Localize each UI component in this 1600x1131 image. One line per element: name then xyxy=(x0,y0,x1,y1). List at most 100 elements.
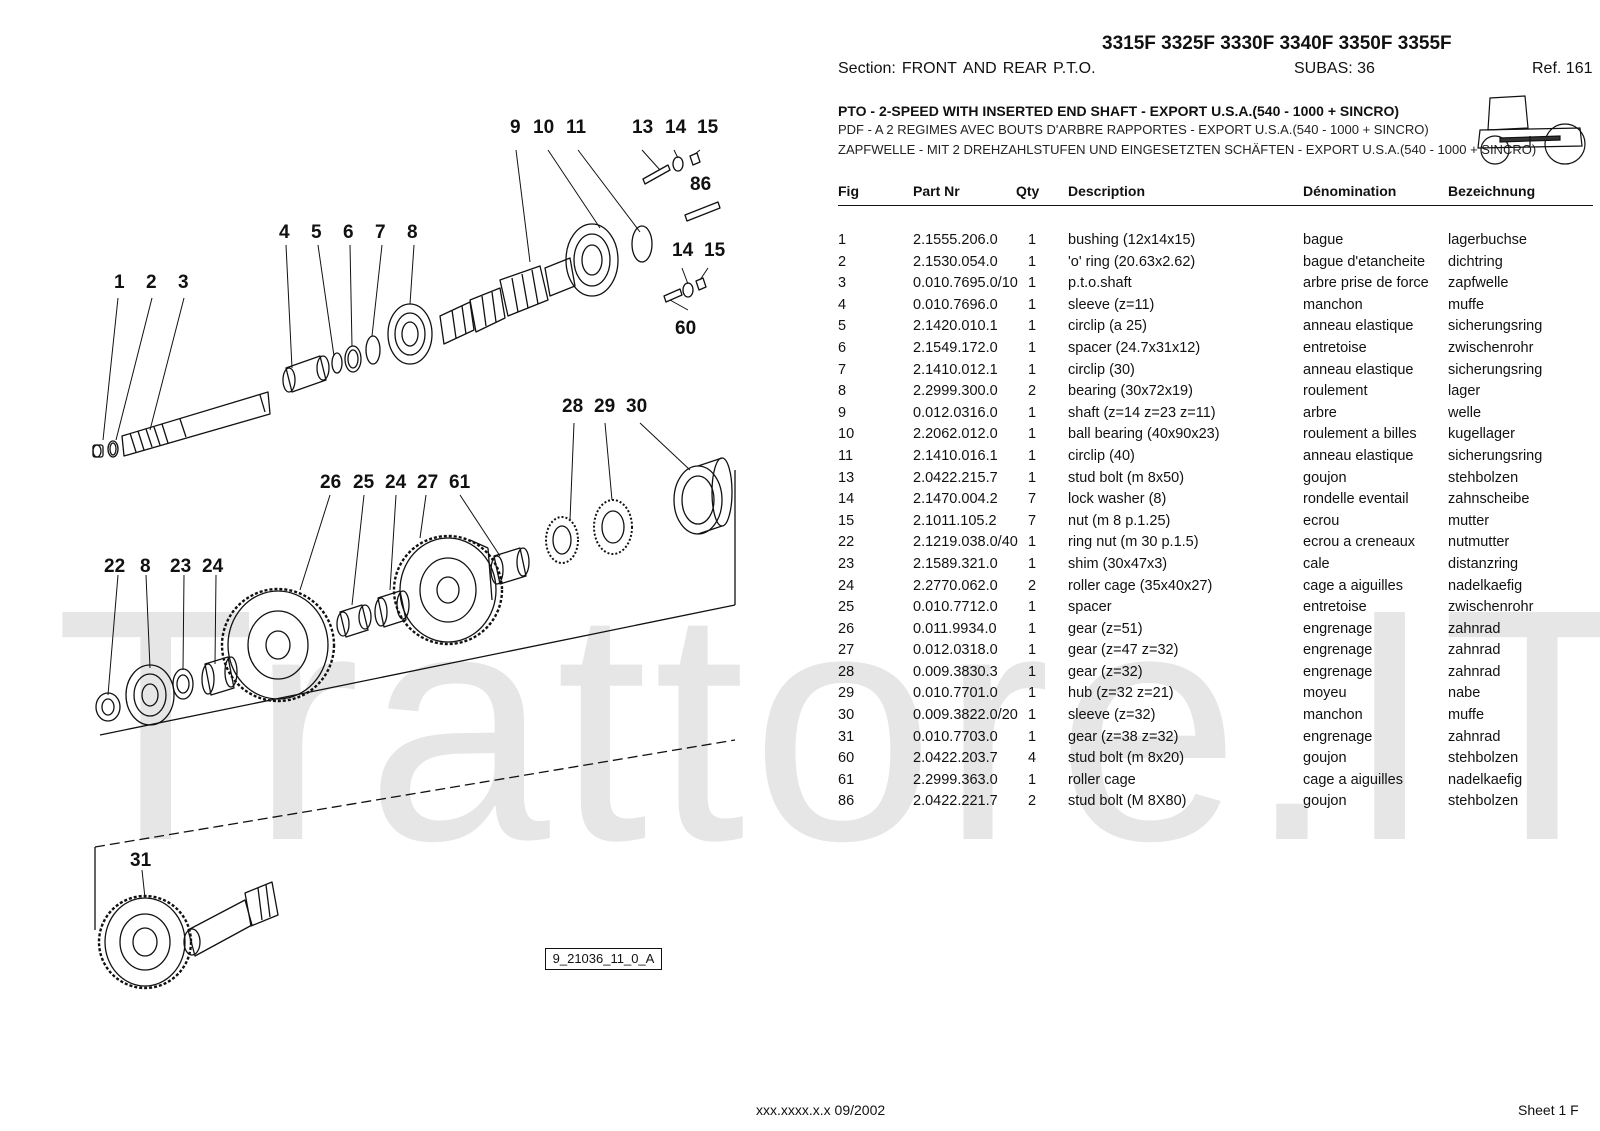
callout: 30 xyxy=(626,396,647,417)
part-description: lock washer (8) xyxy=(1068,491,1167,508)
part-description: gear (z=32) xyxy=(1068,663,1143,680)
callout: 31 xyxy=(130,850,152,871)
title-english: PTO - 2-SPEED WITH INSERTED END SHAFT - … xyxy=(838,103,1400,119)
part-bezeichnung: muffe xyxy=(1448,296,1485,313)
part-number: 0.010.7696.0 xyxy=(913,296,998,313)
section-titles: PTO - 2-SPEED WITH INSERTED END SHAFT - … xyxy=(838,102,1536,160)
part-description: gear (z=51) xyxy=(1068,620,1143,637)
part-fig: 4 xyxy=(838,296,847,313)
part-bezeichnung: zwischenrohr xyxy=(1448,339,1534,356)
part-denomination: ecrou xyxy=(1303,512,1340,529)
part-fig: 13 xyxy=(838,469,855,486)
callout: 60 xyxy=(675,318,696,339)
callout: 6 xyxy=(343,222,354,243)
exploded-parts-diagram: 1 2 3 4 5 6 7 8 9 10 11 13 14 15 86 14 1… xyxy=(92,117,736,990)
part-denomination: cage a aiguilles xyxy=(1303,577,1403,594)
part-fig: 86 xyxy=(838,793,855,810)
part-qty: 4 xyxy=(1028,750,1037,767)
part-qty: 1 xyxy=(1028,426,1037,443)
part-description: stud bolt (M 8X80) xyxy=(1068,793,1187,810)
part-denomination: cale xyxy=(1303,555,1330,572)
model-list: 3315F 3325F 3330F 3340F 3350F 3355F xyxy=(1102,33,1452,54)
part-qty: 7 xyxy=(1028,491,1037,508)
part-description: gear (z=38 z=32) xyxy=(1068,728,1179,745)
part-qty: 1 xyxy=(1028,685,1037,702)
col-description: Description xyxy=(1068,183,1146,199)
part-number: 0.010.7701.0 xyxy=(913,685,998,702)
callout: 22 xyxy=(104,556,125,577)
footer-doc-code: xxx.xxxx.x.x 09/2002 xyxy=(756,1102,886,1118)
part-description: nut (m 8 p.1.25) xyxy=(1068,512,1171,529)
part-denomination: engrenage xyxy=(1303,728,1373,745)
part-denomination: anneau elastique xyxy=(1303,361,1414,378)
part-bezeichnung: lagerbuchse xyxy=(1448,232,1527,248)
part-fig: 60 xyxy=(838,750,855,767)
part-description: gear (z=47 z=32) xyxy=(1068,642,1179,659)
part-bezeichnung: nabe xyxy=(1448,685,1481,702)
col-qty: Qty xyxy=(1016,183,1040,199)
part-fig: 5 xyxy=(838,318,847,335)
part-fig: 25 xyxy=(838,599,855,616)
part-fig: 61 xyxy=(838,771,855,788)
part-denomination: ecrou a creneaux xyxy=(1303,534,1416,551)
part-number: 2.1219.038.0/40 xyxy=(913,534,1018,551)
part-number: 0.010.7703.0 xyxy=(913,728,998,745)
callout: 15 xyxy=(697,117,719,138)
part-denomination: entretoise xyxy=(1303,599,1367,616)
part-bezeichnung: zahnrad xyxy=(1448,642,1501,659)
part-bezeichnung: zahnrad xyxy=(1448,728,1501,745)
part-fig: 8 xyxy=(838,383,847,400)
part-fig: 10 xyxy=(838,426,855,443)
part-bezeichnung: lager xyxy=(1448,383,1481,400)
part-description: circlip (a 25) xyxy=(1068,318,1147,335)
part-description: bearing (30x72x19) xyxy=(1068,383,1193,400)
part-fig: 30 xyxy=(838,707,855,724)
part-fig: 6 xyxy=(838,339,847,356)
callout: 14 xyxy=(672,240,694,261)
part-fig: 23 xyxy=(838,555,855,572)
callout: 23 xyxy=(170,556,191,577)
part-description: ball bearing (40x90x23) xyxy=(1068,426,1220,443)
part-bezeichnung: nadelkaefig xyxy=(1448,577,1523,594)
part-bezeichnung: zahnscheibe xyxy=(1448,491,1530,508)
part-qty: 1 xyxy=(1028,232,1037,248)
part-number: 2.1011.105.2 xyxy=(913,512,997,529)
part-description: sleeve (z=11) xyxy=(1068,296,1155,313)
part-bezeichnung: sicherungsring xyxy=(1448,447,1543,464)
callout: 27 xyxy=(417,472,438,493)
part-fig: 7 xyxy=(838,361,847,378)
part-number: 2.1470.004.2 xyxy=(913,491,998,508)
part-denomination: bague xyxy=(1303,232,1344,248)
subas-code: SUBAS: 36 xyxy=(1294,60,1375,77)
part-denomination: manchon xyxy=(1303,707,1363,724)
ref-number: Ref. 161 xyxy=(1532,60,1593,77)
part-bezeichnung: welle xyxy=(1448,404,1482,421)
part-denomination: arbre xyxy=(1303,404,1337,421)
callout: 24 xyxy=(385,472,407,493)
part-qty: 2 xyxy=(1028,383,1037,400)
part-bezeichnung: dichtring xyxy=(1448,253,1503,270)
part-number: 2.2770.062.0 xyxy=(913,577,998,594)
part-denomination: rondelle eventail xyxy=(1303,491,1409,508)
part-qty: 1 xyxy=(1028,318,1037,335)
part-number: 0.009.3830.3 xyxy=(913,663,998,680)
part-number: 2.0422.215.7 xyxy=(913,469,998,486)
callout: 10 xyxy=(533,117,554,138)
part-denomination: engrenage xyxy=(1303,620,1373,637)
part-qty: 1 xyxy=(1028,555,1037,572)
